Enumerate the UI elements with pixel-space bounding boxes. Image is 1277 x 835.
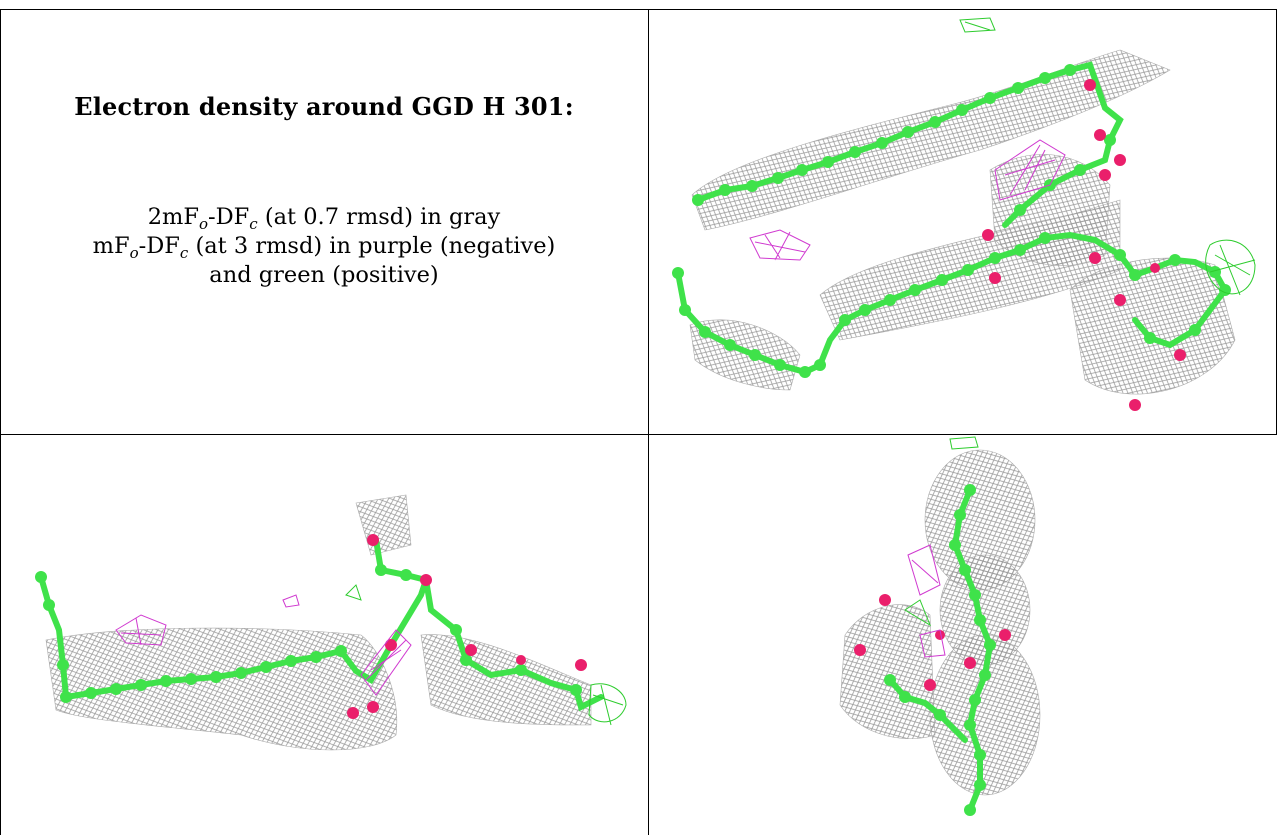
caption-line-fofc: mFo-DFc (at 3 rmsd) in purple (negative) [92, 233, 556, 262]
caption-line-2fofc: 2mFo-DFc (at 0.7 rmsd) in gray [147, 204, 501, 233]
negative-density-blob [115, 614, 167, 646]
mesh-tube-upper [691, 49, 1171, 231]
density-panel-bottom-right [650, 435, 1276, 835]
positive-density-blob [904, 599, 932, 627]
density-render-top-right [672, 17, 1256, 411]
carbon-atoms-bottom-left [35, 564, 582, 703]
negative-density-blob [919, 629, 946, 658]
caption-title: Electron density around GGD H 301: [74, 92, 574, 121]
mesh-ring-right [1069, 257, 1236, 395]
positive-density-blob [949, 436, 979, 450]
table-divider-vertical [648, 9, 649, 835]
oxygen-atoms-bottom-left [347, 534, 587, 719]
mesh-tube-right [420, 634, 592, 726]
positive-density-blob [959, 17, 996, 33]
carbon-atoms-bottom-right [884, 484, 996, 816]
negative-density-blob [282, 594, 300, 608]
bond-chain-branch [373, 537, 429, 583]
negative-density-blob [360, 629, 412, 696]
density-render-bottom-left [35, 494, 627, 751]
positive-density-blob [345, 584, 362, 601]
density-panel-bottom-left [1, 435, 648, 835]
caption-line-green: and green (positive) [209, 262, 439, 288]
table-divider-horizontal [0, 434, 1277, 435]
negative-density-blob [749, 229, 811, 261]
caption-cell: Electron density around GGD H 301: 2mFo-… [0, 0, 648, 434]
negative-density-blob [907, 544, 941, 596]
table-border-top [0, 9, 1277, 10]
negative-density-blob [994, 139, 1066, 201]
mesh-side-blob [839, 604, 936, 740]
mesh-top-blob [355, 494, 412, 556]
density-render-bottom-right [839, 436, 1041, 816]
positive-density-blob [588, 683, 627, 726]
positive-density-blob [1205, 239, 1256, 296]
oxygen-atoms-top-right [982, 79, 1186, 411]
mesh-ring-center [989, 154, 1111, 266]
density-panel-top-right [650, 10, 1276, 434]
oxygen-atoms-bottom-right [854, 594, 1011, 691]
carbon-atoms-top-right [672, 64, 1231, 378]
caption-body: 2mFo-DFc (at 0.7 rmsd) in gray mFo-DFc (… [0, 203, 648, 290]
table-border-left [0, 9, 1, 835]
